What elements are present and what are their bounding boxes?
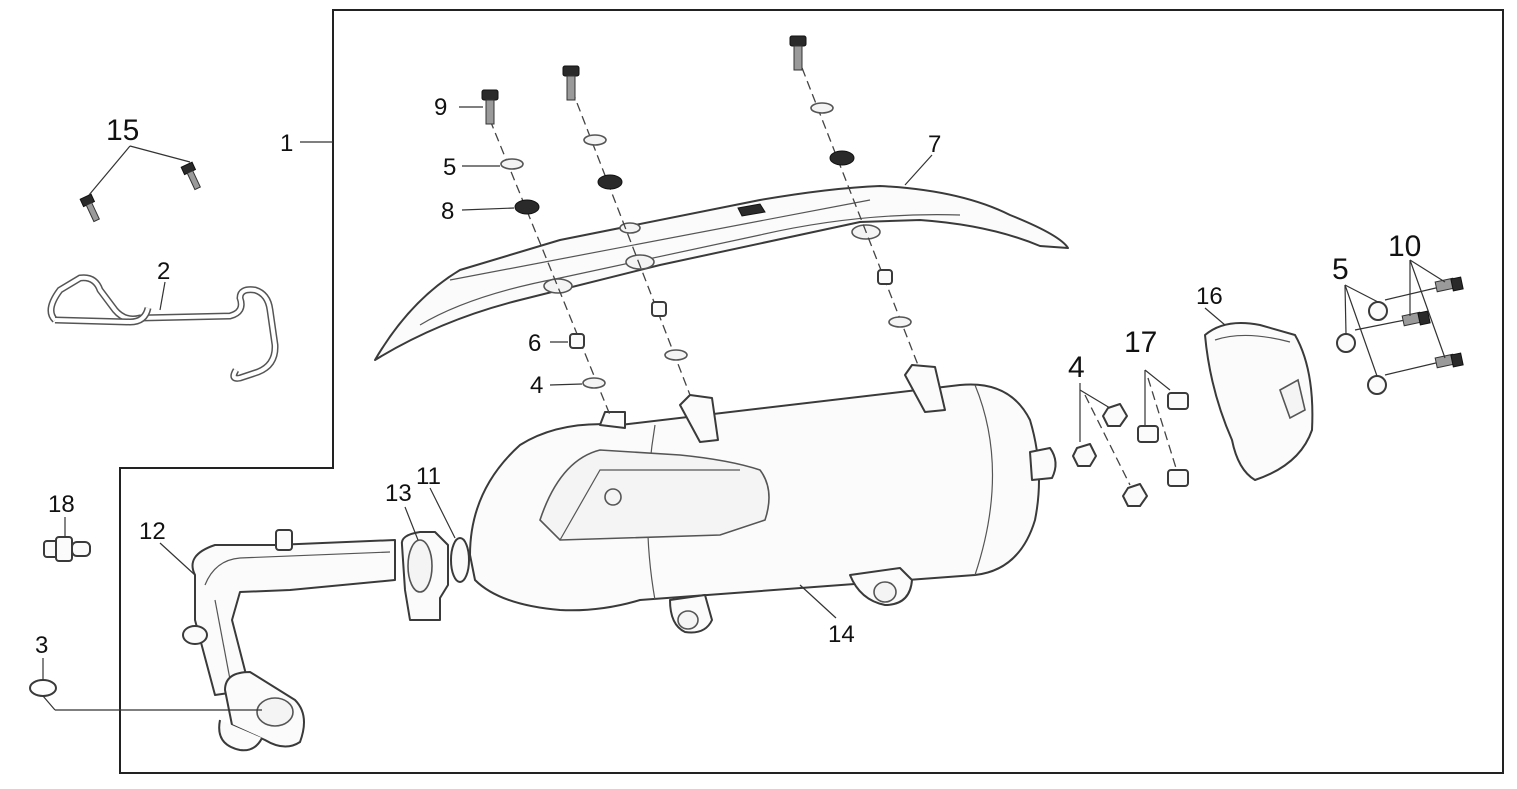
part-4-nuts-right [1072, 403, 1148, 507]
callout-7: 7 [928, 131, 941, 158]
callout-4-right: 4 [1068, 351, 1085, 384]
callout-16: 16 [1196, 283, 1223, 310]
callout-9: 9 [434, 94, 447, 121]
callout-5-shield: 5 [443, 154, 456, 181]
assembly-frame [119, 9, 1504, 774]
part-13-clamp [400, 531, 449, 621]
callout-18: 18 [48, 491, 75, 518]
part-2-bracket-wire [47, 274, 279, 382]
callout-3: 3 [35, 632, 48, 659]
callout-10: 10 [1388, 230, 1421, 263]
callout-12: 12 [139, 518, 166, 545]
callout-6: 6 [528, 330, 541, 357]
part-3-gasket [29, 679, 57, 697]
part-17-nuts [1137, 392, 1189, 487]
callout-labels: 1 2 3 4 4 5 5 6 7 8 9 10 11 12 13 14 15 … [35, 94, 1421, 659]
part-15-bolts [79, 161, 201, 223]
callout-15: 15 [106, 114, 139, 147]
shield-fasteners [481, 35, 919, 416]
part-5-washers-right [1336, 301, 1388, 395]
callout-17: 17 [1124, 326, 1157, 359]
callout-4-shield: 4 [530, 372, 543, 399]
callout-13: 13 [385, 480, 412, 507]
part-10-bolts-right [1354, 276, 1464, 376]
callout-5-right: 5 [1332, 253, 1349, 286]
callout-11: 11 [416, 463, 441, 490]
callout-14: 14 [828, 621, 855, 648]
callout-8: 8 [441, 198, 454, 225]
part-12-exhaust-pipe [182, 529, 396, 752]
callout-1: 1 [280, 130, 293, 157]
part-11-gasket-ring [450, 537, 470, 583]
callout-2: 2 [157, 258, 170, 285]
part-18-plug [43, 517, 91, 562]
part-16-end-cap [1204, 322, 1314, 481]
part-14-muffler [469, 364, 1057, 634]
part-7-heat-shield [374, 185, 1069, 361]
leader-lines [42, 106, 1446, 711]
